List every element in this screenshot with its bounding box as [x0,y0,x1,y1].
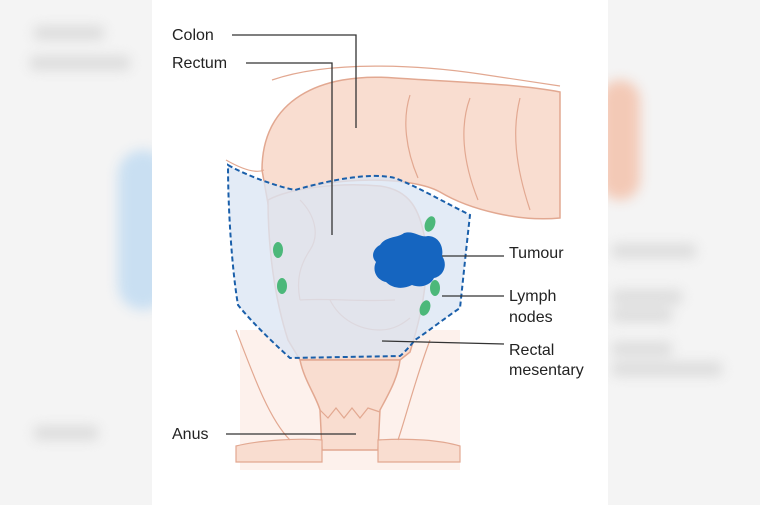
blurred-text [34,426,98,440]
mesentery-leader-line [381,340,505,345]
rectum-leader-line [246,62,333,235]
lymph-node [277,278,287,294]
lymph-node [430,280,440,296]
lymph-nodes-label-line2: nodes [509,309,553,326]
lymph-node [424,216,436,232]
lymph-node [419,300,431,316]
lymph-nodes-label-line1: Lymph [509,288,557,305]
leader-lines [226,34,505,435]
blurred-text [34,26,104,40]
blurred-text [612,290,682,304]
rectal-mesentery-label-line1: Rectal [509,342,555,359]
colon-folds [405,94,531,211]
colon-label: Colon [172,27,214,44]
lymph-node [273,242,283,258]
blurred-text [612,244,696,258]
rectum-label: Rectum [172,55,228,72]
rectal-mesentery-region [226,163,472,360]
blurred-text [30,56,130,70]
rectal-mesentery-label-line2: mesentary [509,362,584,379]
colon-outer-edge [225,65,561,172]
anal-inner-lines [235,329,431,441]
anus-label: Anus [172,426,209,443]
colon-leader-line [232,34,357,128]
blurred-text [612,362,722,376]
blurred-text [612,342,672,356]
blurred-text [612,308,672,322]
tumour-blob [373,232,445,288]
tumour-label: Tumour [509,245,564,262]
anal-base [235,438,461,463]
